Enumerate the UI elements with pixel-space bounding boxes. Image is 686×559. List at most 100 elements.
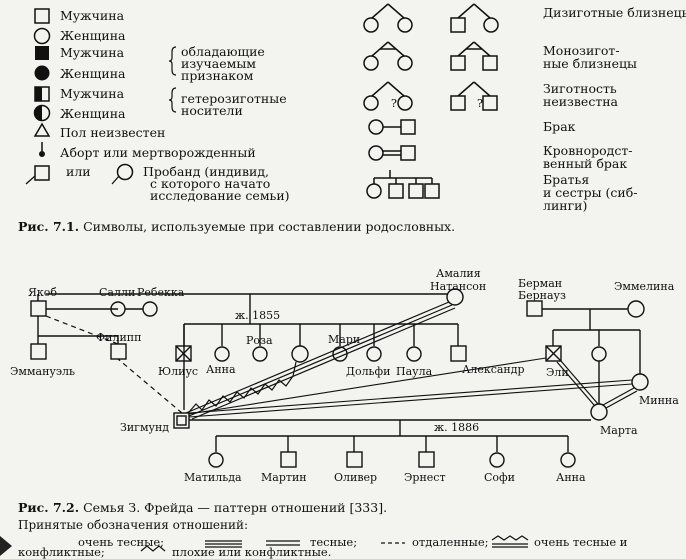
paula-circle (406, 346, 422, 362)
caption-1-text: Символы, используемые при составлении ро… (83, 219, 456, 234)
name-mari: Мари (328, 333, 360, 346)
emmanuel-square (30, 343, 47, 360)
caption-2-label: Рис. 7.2. (18, 500, 80, 515)
sofi-circle (489, 452, 505, 468)
notation-title: Принятые обозначения отношений: (18, 518, 248, 532)
corner-arrow-icon (0, 536, 12, 556)
label-unknown-sex: Пол неизвестен (60, 125, 166, 140)
affected-male-icon (35, 46, 49, 60)
dolfi-circle (366, 346, 382, 362)
year-1886: ж. 1886 (434, 421, 479, 434)
label-proband-2: с которого начато (150, 176, 271, 191)
label-dizygotic: Дизиготные близнецы (543, 5, 686, 20)
rel-close-minna (188, 379, 633, 414)
label-siblings-2: и сестры (сиб- (543, 185, 638, 200)
aleksandr-square (450, 345, 467, 362)
monozygotic-twins-icon (363, 41, 498, 71)
name-amaliya-1: Амалия (436, 267, 481, 280)
label-marriage: Брак (543, 119, 576, 134)
label-zygosity-2: неизвестна (543, 94, 619, 109)
anna2-circle (560, 452, 576, 468)
name-martin: Мартин (261, 471, 307, 484)
label-proband-3: исследование семьи) (150, 188, 290, 203)
label-monozygotic-2: ные близнецы (543, 56, 637, 71)
name-minna: Минна (639, 394, 679, 407)
rel-conflict-roza (188, 361, 297, 413)
marta-circle (590, 403, 608, 421)
question-mark-1: ? (391, 97, 397, 110)
name-berman-2: Бернауз (518, 289, 566, 302)
brace-carrier (168, 87, 177, 113)
name-amaliya-2: Натансон (430, 280, 486, 293)
anna1-circle (214, 346, 230, 362)
matilda-circle (208, 452, 224, 468)
name-ernest: Эрнест (404, 471, 446, 484)
rel-marta-minna (602, 387, 635, 406)
notation-conflict: конфликтные; (18, 545, 105, 559)
label-carrier-male: Мужчина (60, 86, 125, 101)
consanguineous-marriage-icon (368, 145, 416, 161)
label-carrier-brace-2: носители (181, 103, 243, 118)
name-sofi: Софи (484, 471, 515, 484)
name-yakob: Якоб (28, 286, 57, 299)
rel-very-close-amaliya (185, 301, 450, 414)
notation-very-close: очень тесные; (78, 535, 165, 549)
rel-marta-eli (556, 361, 595, 406)
label-affected-female: Женщина (60, 66, 126, 81)
abortion-icon (39, 151, 45, 157)
label-siblings-1: Братья (543, 172, 590, 187)
roza-circle (252, 346, 268, 362)
figure-caption-1: Рис. 7.1. Символы, используемые при сост… (18, 219, 455, 234)
label-zygosity-1: Зиготность (543, 81, 617, 96)
yakob-square (30, 300, 47, 317)
label-carrier-female: Женщина (60, 106, 126, 121)
figure-caption-2: Рис. 7.2. Семья З. Фрейда — паттерн отно… (18, 500, 387, 515)
name-rebekka: Ребекка (137, 286, 185, 299)
caption-1-label: Рис. 7.1. (18, 219, 80, 234)
name-eli: Эли (546, 366, 569, 379)
female-circle-icon (33, 27, 51, 45)
notation-conflict-icon (140, 545, 166, 552)
year-1855: ж. 1855 (235, 309, 280, 322)
amaliya-circle (446, 288, 464, 306)
zygosity-unknown-icon (363, 81, 498, 111)
minna-circle (631, 373, 649, 391)
marriage-icon (368, 119, 416, 135)
label-affected-brace-2: изучаемым (181, 56, 257, 71)
name-paula: Паула (396, 365, 433, 378)
male-square-icon (34, 8, 50, 24)
name-oliver: Оливер (334, 471, 377, 484)
rel-conflict-marta (189, 426, 330, 428)
zigmund-square (173, 412, 190, 429)
notation-close: тесные; (310, 535, 358, 549)
label-male: Мужчина (60, 8, 125, 23)
berman-daughter-circle (591, 346, 607, 362)
label-or: или (66, 164, 91, 179)
name-anna2: Анна (556, 471, 586, 484)
dizygotic-twins-icon (363, 3, 499, 33)
legend-symbols: ? ? (25, 3, 499, 199)
notation-very-close-and: очень тесные и (534, 535, 628, 549)
label-abortion: Аборт или мертворожденный (60, 145, 256, 160)
rel-distant-filipp (117, 358, 183, 414)
affected-female-icon (34, 65, 50, 81)
siblings-icon (366, 170, 440, 199)
label-proband-1: Пробанд (индивид, (143, 164, 270, 179)
name-matilda: Матильда (184, 471, 242, 484)
notation-bad-conflict: плохие или конфликтные. (172, 545, 332, 559)
name-marta: Марта (600, 424, 638, 437)
label-affected-male: Мужчина (60, 45, 125, 60)
rel-distant-yakob (45, 315, 119, 345)
name-filipp: Филипп (96, 331, 141, 344)
question-mark-2: ? (477, 97, 483, 110)
label-affected-brace-3: признаком (181, 68, 254, 83)
name-aleksandr: Александр (462, 363, 525, 376)
name-yulius: Юлиус (158, 365, 198, 378)
unknown-sex-triangle-icon (33, 122, 51, 137)
name-salli: Салли (99, 286, 135, 299)
notation-very-close-conflict-icon (491, 535, 529, 541)
name-emmelina: Эммелина (614, 280, 675, 293)
label-siblings-3: линги) (543, 198, 588, 213)
